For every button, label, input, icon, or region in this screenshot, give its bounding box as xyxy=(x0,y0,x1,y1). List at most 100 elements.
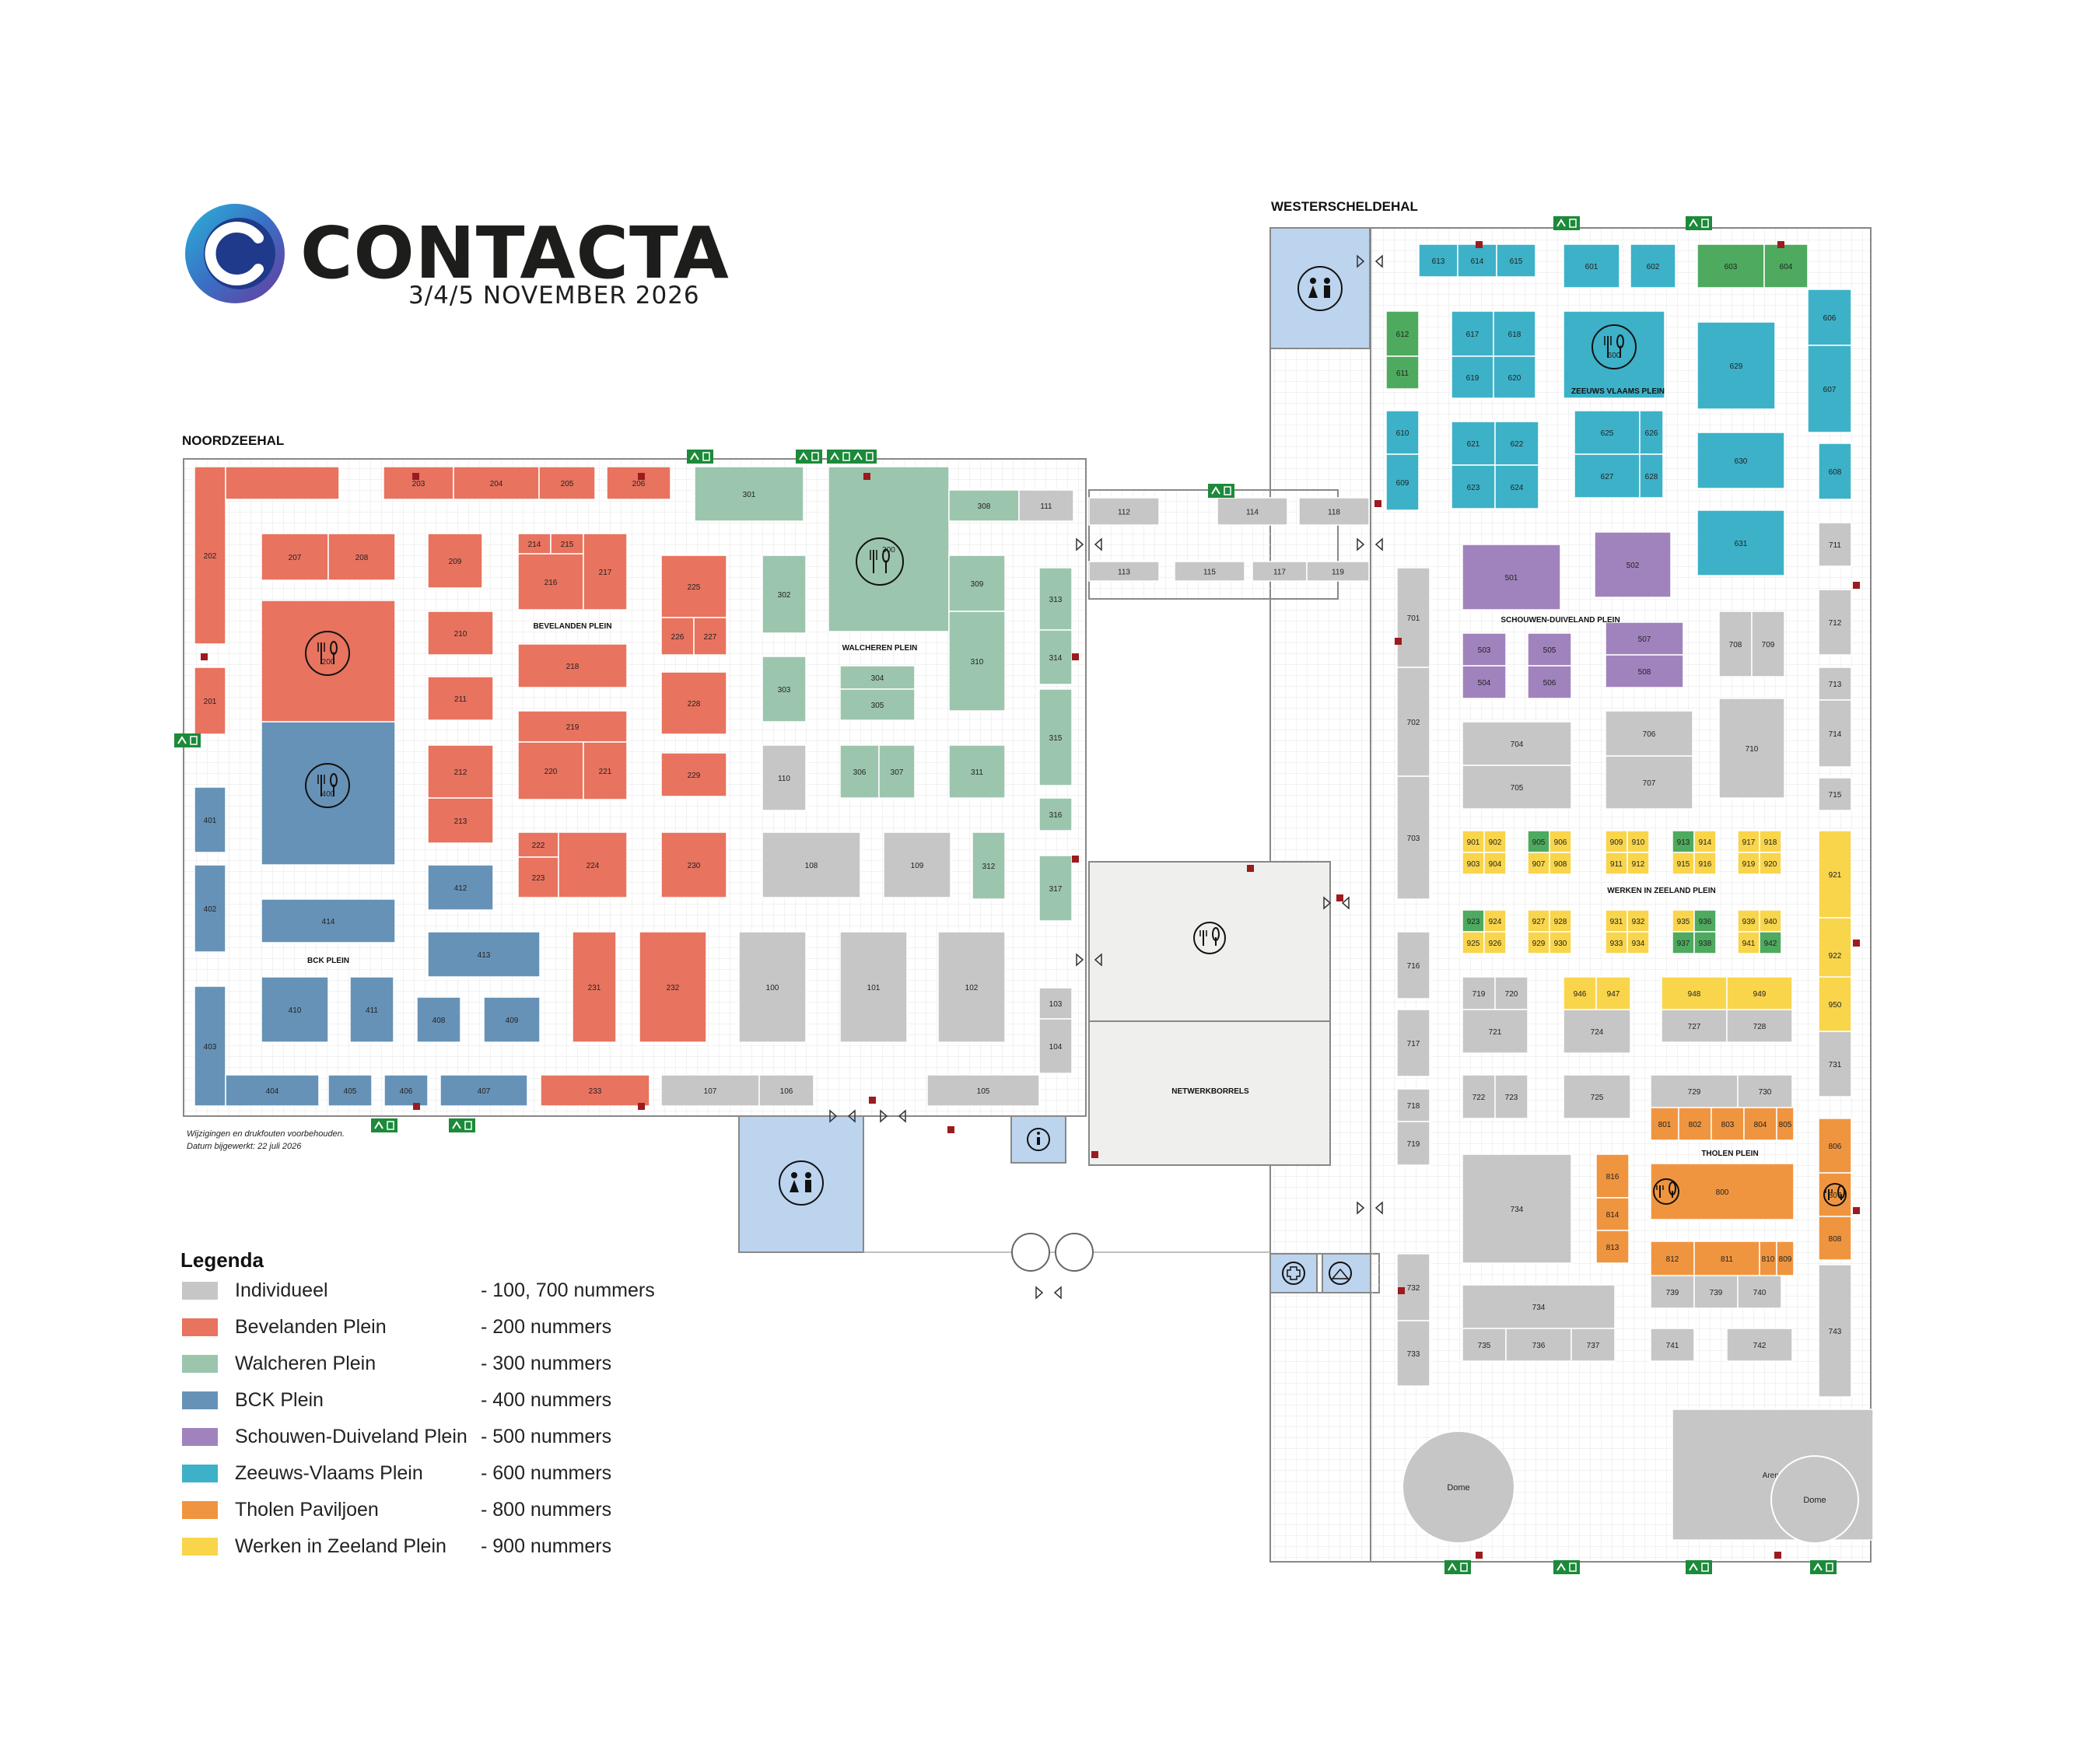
exit-door xyxy=(1224,486,1231,495)
booth: 109 xyxy=(883,831,951,898)
booth: 609 xyxy=(1385,453,1420,511)
booth-number: 728 xyxy=(1753,1023,1767,1031)
booth-number: 312 xyxy=(982,863,996,871)
booth-shape xyxy=(606,466,671,500)
emergency-exit-icon xyxy=(1686,216,1712,230)
emergency-exit-icon xyxy=(1444,1560,1471,1574)
booth-number: 906 xyxy=(1554,838,1567,847)
booth-shape xyxy=(1252,561,1308,582)
booth-number: 800 xyxy=(1716,1188,1729,1197)
booth: 227 xyxy=(693,617,727,656)
booth-shape xyxy=(1661,976,1728,1010)
booth: 610 xyxy=(1385,410,1420,455)
booth-shape xyxy=(639,931,707,1043)
restaurant-icon xyxy=(1653,1178,1679,1205)
booth-number: 313 xyxy=(1049,596,1063,604)
booth-number: 812 xyxy=(1666,1255,1679,1264)
booth: 231 xyxy=(572,931,617,1043)
legend-title: Legenda xyxy=(180,1248,264,1272)
booth-shape xyxy=(1549,931,1572,954)
zone-label: THOLEN PLEIN xyxy=(1701,1150,1758,1158)
booth-number: 412 xyxy=(454,884,467,893)
emergency-exit-icon xyxy=(1810,1560,1837,1574)
booth-number: 713 xyxy=(1829,681,1842,689)
booth-shape xyxy=(1462,721,1572,766)
booth-number: 701 xyxy=(1407,614,1420,623)
booth-shape xyxy=(427,864,494,911)
booth-number: 620 xyxy=(1508,374,1521,383)
booth-shape xyxy=(839,744,880,799)
booth-number: 204 xyxy=(490,480,503,488)
booth-shape xyxy=(517,553,584,611)
booth-shape xyxy=(1605,755,1693,810)
booth-number: 222 xyxy=(532,842,545,850)
booth-number: 601 xyxy=(1585,263,1599,271)
booth-number: 101 xyxy=(867,984,881,992)
exit-arrow xyxy=(452,1121,461,1129)
booth-shape xyxy=(194,667,226,735)
booth-number: 617 xyxy=(1466,331,1479,339)
booth: 313 xyxy=(1038,567,1073,631)
booth-shape xyxy=(937,931,1006,1043)
booth-number: 732 xyxy=(1407,1284,1420,1293)
booth-shape xyxy=(1630,243,1676,289)
booth-number: 949 xyxy=(1753,990,1767,999)
emergency-marker xyxy=(201,653,208,660)
logo-wordmark: CONTACTA xyxy=(300,212,730,295)
booth-shape xyxy=(1693,909,1717,933)
booth-shape xyxy=(839,665,916,690)
booth: 602 xyxy=(1630,243,1676,289)
booth-number: 200 xyxy=(322,658,335,667)
emergency-marker xyxy=(1777,241,1784,248)
booth: 105 xyxy=(926,1074,1040,1107)
booth-number: 927 xyxy=(1532,918,1546,926)
booth-number: 107 xyxy=(704,1087,717,1096)
emergency-exit-icon xyxy=(1208,484,1234,498)
booth: 723 xyxy=(1494,1074,1528,1119)
booth-number: 401 xyxy=(204,817,217,825)
booth: 727 xyxy=(1661,1009,1728,1043)
booth-number: 928 xyxy=(1554,918,1567,926)
booth: 736 xyxy=(1505,1328,1572,1362)
booth: 606 xyxy=(1807,289,1852,346)
booth-number: 919 xyxy=(1742,860,1756,869)
booth-number: 810 xyxy=(1762,1255,1775,1264)
booth-number: 219 xyxy=(566,723,580,732)
booth: 622 xyxy=(1494,421,1539,466)
legend-swatch xyxy=(182,1537,218,1556)
booth-number: 717 xyxy=(1407,1040,1420,1048)
booth: 740 xyxy=(1737,1275,1782,1309)
booth-number: 317 xyxy=(1049,885,1063,894)
booth-number: 910 xyxy=(1632,838,1645,847)
booth: 106 xyxy=(758,1074,814,1107)
booth: 728 xyxy=(1726,1009,1793,1043)
booth-number: 809 xyxy=(1779,1255,1792,1264)
emergency-marker xyxy=(1853,1207,1860,1214)
booth-shape xyxy=(1726,976,1793,1010)
booth-shape xyxy=(660,1074,760,1107)
booth-number: 220 xyxy=(545,768,558,776)
booth: 306 xyxy=(839,744,880,799)
booth-number: 413 xyxy=(478,951,491,960)
door-arrow-icon xyxy=(1357,254,1383,268)
icon-ring xyxy=(1027,1128,1050,1151)
booth-shape xyxy=(427,931,541,978)
legend-item-name: Zeeuws-Vlaams Plein xyxy=(235,1461,423,1484)
arrow-right xyxy=(1094,953,1102,967)
booth-number: 105 xyxy=(977,1087,990,1096)
booth-shape xyxy=(194,864,226,953)
door-arrow-icon xyxy=(1323,896,1350,910)
booth-number: 621 xyxy=(1467,440,1480,449)
emergency-marker xyxy=(1476,241,1483,248)
legend-item: Individueel- 100, 700 nummers xyxy=(182,1279,655,1301)
booth: 229 xyxy=(660,752,727,797)
booth-number: 625 xyxy=(1601,429,1614,438)
booth-shape xyxy=(1818,830,1852,919)
booth: 919 xyxy=(1737,852,1760,875)
booth: 813 xyxy=(1595,1230,1630,1264)
booth-number: 926 xyxy=(1489,940,1502,948)
emergency-exit-icon xyxy=(687,450,713,464)
booth-number: 609 xyxy=(1396,479,1409,488)
booth: 711 xyxy=(1818,522,1852,567)
booth: 802 xyxy=(1678,1107,1712,1141)
